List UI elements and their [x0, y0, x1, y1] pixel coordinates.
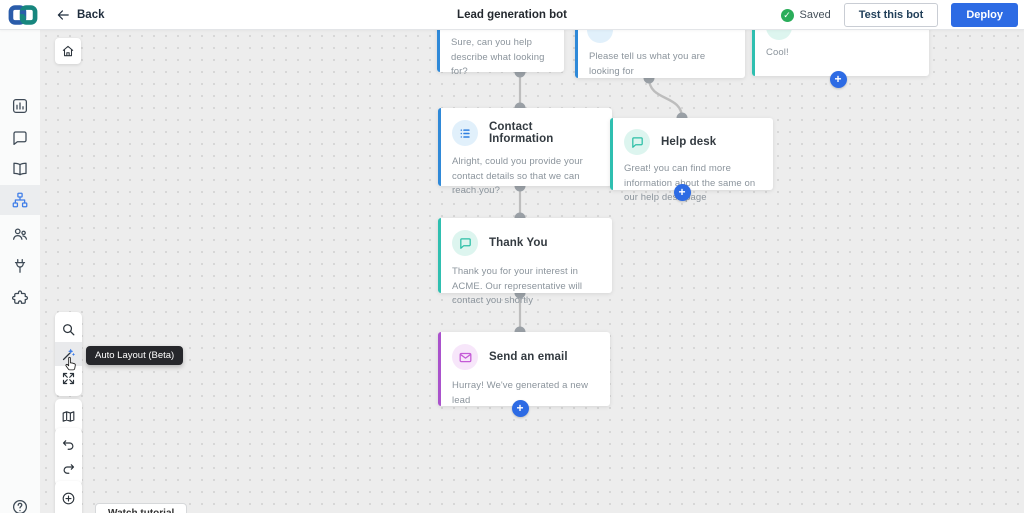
sidebar-item-integrations[interactable] — [0, 251, 40, 281]
node-body-text: Great! you can find more information abo… — [624, 163, 756, 204]
add-step-button[interactable]: + — [829, 70, 847, 88]
analytics-icon — [12, 98, 28, 114]
saved-label: Saved — [799, 9, 831, 21]
saved-check-icon: ✓ — [780, 8, 794, 22]
back-button[interactable]: Back — [56, 0, 105, 30]
undo-button[interactable] — [55, 433, 82, 457]
node-icon-partial — [766, 30, 792, 40]
search-icon — [63, 323, 75, 336]
node-accent — [438, 218, 441, 293]
redo-icon — [63, 463, 75, 474]
zoom-in-icon — [62, 492, 75, 505]
add-step-button[interactable]: + — [511, 399, 529, 417]
node-message-sure[interactable]: Sure, can you help describe what looking… — [437, 30, 564, 77]
map-icon — [62, 410, 75, 422]
canvas-tool-panel-2 — [55, 399, 82, 433]
node-accent — [610, 118, 613, 190]
sidebar-item-help[interactable] — [0, 492, 40, 513]
deploy-button[interactable]: Deploy — [951, 3, 1018, 27]
flow-icon — [12, 192, 28, 208]
node-body-text: Cool! — [766, 47, 789, 58]
undo-icon — [62, 439, 74, 450]
node-title: Thank You — [489, 237, 548, 249]
back-arrow-icon — [57, 10, 69, 20]
node-accent — [438, 108, 441, 186]
test-bot-button[interactable]: Test this bot — [843, 3, 939, 27]
magic-wand-icon — [62, 348, 75, 360]
node-message-ask[interactable]: Please tell us what you are looking for — [575, 30, 745, 78]
app-logo-icon[interactable] — [8, 2, 38, 28]
sidebar-item-knowledge-base[interactable] — [0, 154, 40, 184]
sidebar-item-bot-flows[interactable] — [0, 185, 40, 215]
users-icon — [12, 228, 28, 240]
book-icon — [13, 162, 27, 176]
node-accent — [437, 30, 440, 72]
help-icon — [12, 499, 28, 513]
sidebar-item-audience[interactable] — [0, 219, 40, 249]
sidebar-item-apps[interactable] — [0, 283, 40, 313]
sidebar-item-conversations[interactable] — [0, 123, 40, 153]
watch-tutorial-button[interactable]: Watch tutorial — [95, 503, 188, 513]
minimap-button[interactable] — [55, 404, 82, 428]
home-icon — [62, 45, 74, 57]
node-body-text: Alright, could you provide your contact … — [452, 156, 583, 197]
node-accent — [752, 30, 755, 76]
node-title: Send an email — [489, 351, 568, 363]
auto-layout-tooltip: Auto Layout (Beta) — [86, 346, 184, 365]
sidebar-item-analytics[interactable] — [0, 91, 40, 121]
puzzle-icon — [12, 290, 28, 304]
node-title: Help desk — [661, 136, 717, 148]
auto-layout-button[interactable] — [55, 341, 82, 367]
email-icon — [452, 344, 478, 370]
sidebar — [0, 30, 40, 513]
canvas-tool-panel-3 — [55, 428, 82, 486]
node-body-text: Please tell us what you are looking for — [589, 51, 706, 77]
fullscreen-icon — [62, 373, 75, 385]
fullscreen-button[interactable] — [55, 366, 82, 391]
canvas-tool-panel-1 — [55, 312, 82, 396]
contact-list-icon — [452, 120, 478, 146]
node-body-text: Sure, can you help describe what looking… — [451, 37, 545, 78]
node-body-text: Hurray! We've generated a new lead — [452, 380, 589, 406]
flow-canvas[interactable]: Sure, can you help describe what looking… — [40, 30, 1024, 513]
page-title: Lead generation bot — [457, 9, 567, 21]
topbar-actions: ✓ Saved Test this bot Deploy — [780, 0, 1018, 30]
search-button[interactable] — [55, 317, 82, 342]
node-contact-information[interactable]: Contact Information Alright, could you p… — [438, 108, 612, 196]
zoom-in-button[interactable] — [55, 486, 82, 511]
node-thank-you[interactable]: Thank You Thank you for your interest in… — [438, 218, 612, 306]
chat-icon — [13, 131, 27, 146]
node-icon-partial — [587, 30, 613, 43]
node-title: Contact Information — [489, 121, 554, 145]
node-accent — [438, 332, 441, 406]
node-message-cool[interactable]: Cool! — [752, 30, 929, 76]
chat-bubble-icon — [624, 129, 650, 155]
plug-icon — [14, 258, 26, 273]
node-body-text: Thank you for your interest in ACME. Our… — [452, 266, 583, 307]
node-accent — [575, 30, 578, 78]
home-button[interactable] — [55, 38, 81, 64]
node-help-desk[interactable]: Help desk Great! you can find more infor… — [610, 118, 773, 203]
redo-button[interactable] — [55, 457, 82, 481]
canvas-tool-panel-4 — [55, 481, 82, 513]
node-send-email[interactable]: Send an email Hurray! We've generated a … — [438, 332, 610, 406]
back-label: Back — [77, 9, 105, 21]
add-step-button[interactable]: + — [673, 183, 691, 201]
saved-status: ✓ Saved — [780, 8, 831, 22]
topbar: Back Lead generation bot ✓ Saved Test th… — [0, 0, 1024, 30]
chat-bubble-icon — [452, 230, 478, 256]
